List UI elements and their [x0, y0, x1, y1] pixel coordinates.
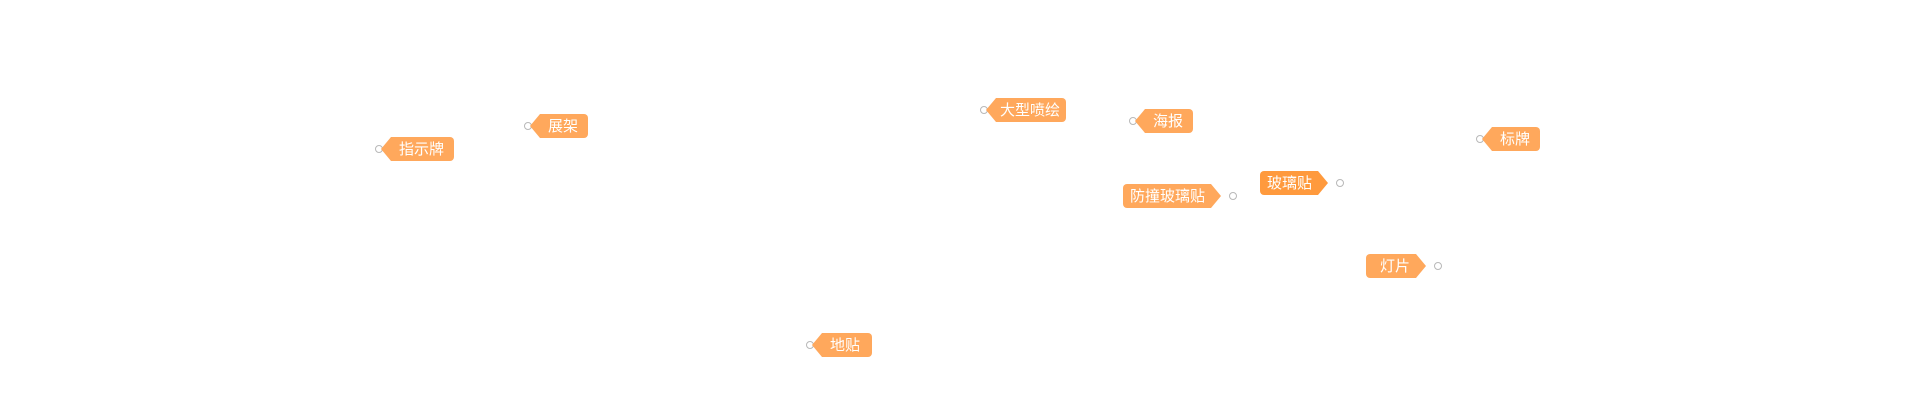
hotspot-label[interactable]: 大型喷绘: [985, 98, 1067, 122]
hotspot-label[interactable]: 防撞玻璃贴: [1123, 184, 1222, 208]
hotspot-label[interactable]: 玻璃贴: [1260, 171, 1329, 195]
hotspot-zhishipai[interactable]: 指示牌: [375, 137, 455, 161]
hotspot-label[interactable]: 灯片: [1366, 254, 1427, 278]
hotspot-label[interactable]: 海报: [1134, 109, 1194, 133]
hotspot-dot[interactable]: [1229, 192, 1238, 200]
hotspot-label[interactable]: 展架: [529, 114, 589, 138]
hotspot-ditie[interactable]: 地贴: [806, 333, 873, 357]
hotspot-dot[interactable]: [1434, 262, 1443, 270]
hotspot-dengpian[interactable]: 灯片: [1366, 254, 1443, 278]
hotspot-biaopai[interactable]: 标牌: [1476, 127, 1541, 151]
hotspot-zhanjia[interactable]: 展架: [524, 114, 589, 138]
hotspot-label[interactable]: 指示牌: [380, 137, 455, 161]
hotspot-dot[interactable]: [1336, 179, 1345, 187]
hotspot-label[interactable]: 标牌: [1481, 127, 1541, 151]
hotspot-label[interactable]: 地贴: [811, 333, 873, 357]
hotspot-bolitie[interactable]: 玻璃贴: [1260, 171, 1345, 195]
hotspot-dayingpenhui[interactable]: 大型喷绘: [980, 98, 1067, 122]
hotspot-fangzhuangbolitie[interactable]: 防撞玻璃贴: [1123, 184, 1238, 208]
hotspot-haibao[interactable]: 海报: [1129, 109, 1194, 133]
